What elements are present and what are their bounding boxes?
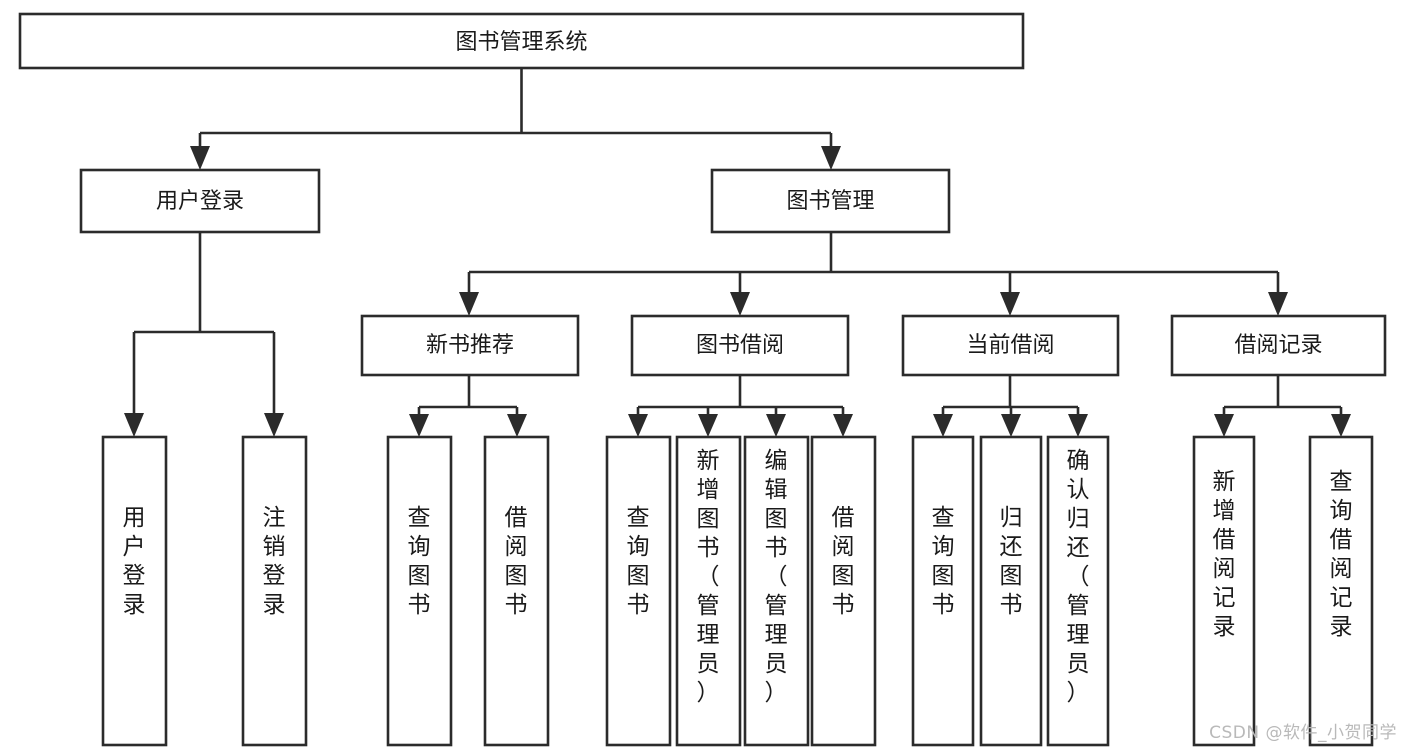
node-borrow-record-label: 借阅记录 (1234, 333, 1322, 358)
watermark-text: CSDN @软件_小贺同学 (1209, 723, 1397, 743)
node-current-borrow[interactable]: 当前借阅 (901, 314, 1120, 377)
arrow-head-leaf-confirm-return-admin (1068, 414, 1088, 437)
leaf-user-login-label: 用户登录 (123, 505, 146, 618)
node-user-login-label: 用户登录 (156, 189, 244, 214)
leaf-borrow-book-label: 借阅图书 (832, 505, 855, 618)
arrow-head-leaf-borrow-book-recommend (507, 414, 527, 437)
node-new-book-recommend[interactable]: 新书推荐 (360, 314, 580, 377)
arrow-head-leaf-query-book-current (933, 414, 953, 437)
leaf-edit-book-admin-box[interactable] (743, 435, 810, 747)
node-book-management-label: 图书管理 (786, 189, 874, 214)
leaf-return-book[interactable]: 归还图书 (979, 435, 1043, 747)
node-book-borrow[interactable]: 图书借阅 (630, 314, 850, 377)
leaf-query-book-current-box[interactable] (911, 435, 975, 747)
node-root-box[interactable] (18, 12, 1025, 70)
leaf-return-book-box[interactable] (979, 435, 1043, 747)
node-user-login-box[interactable] (79, 168, 321, 234)
leaf-query-book-recommend-box[interactable] (386, 435, 453, 747)
leaf-edit-book-admin[interactable]: 编辑图书（管理员） (743, 435, 810, 747)
leaf-query-book-box[interactable] (605, 435, 672, 747)
leaf-logout[interactable]: 注销登录 (241, 435, 308, 747)
leaf-add-book-admin[interactable]: 新增图书（管理员） (675, 435, 742, 747)
node-borrow-record[interactable]: 借阅记录 (1170, 314, 1387, 377)
arrow-head-leaf-logout (264, 413, 284, 437)
leaf-logout-label: 注销登录 (263, 505, 286, 618)
node-book-borrow-label: 图书借阅 (696, 333, 784, 358)
arrow-head-new-book-recommend (459, 292, 479, 316)
leaf-add-borrow-record-box[interactable] (1192, 435, 1256, 747)
node-new-book-recommend-box[interactable] (360, 314, 580, 377)
arrow-head-leaf-user-login (124, 413, 144, 437)
node-book-management[interactable]: 图书管理 (710, 168, 951, 234)
leaf-user-login-box[interactable] (101, 435, 168, 747)
leaf-query-borrow-record-box[interactable] (1308, 435, 1374, 747)
leaf-borrow-book-recommend-label: 借阅图书 (505, 505, 528, 618)
arrow-head-borrow-record (1268, 292, 1288, 316)
arrow-head-leaf-return-book (1001, 414, 1021, 437)
node-borrow-record-box[interactable] (1170, 314, 1387, 377)
arrow-head-leaf-add-borrow-record (1214, 414, 1234, 437)
leaf-borrow-book-recommend[interactable]: 借阅图书 (483, 435, 550, 747)
node-root-label: 图书管理系统 (455, 30, 587, 55)
node-book-management-box[interactable] (710, 168, 951, 234)
leaf-logout-box[interactable] (241, 435, 308, 747)
leaf-query-book[interactable]: 查询图书 (605, 435, 672, 747)
leaf-borrow-book-box[interactable] (810, 435, 877, 747)
leaf-borrow-book-recommend-box[interactable] (483, 435, 550, 747)
leaf-edit-book-admin-label: 编辑图书（管理员） (765, 448, 788, 706)
arrow-head-book-management (821, 146, 841, 170)
arrow-head-user-login (190, 146, 210, 170)
arrow-head-leaf-edit-book-admin (766, 414, 786, 437)
leaf-query-book-current[interactable]: 查询图书 (911, 435, 975, 747)
leaf-query-borrow-record[interactable]: 查询借阅记录 (1308, 435, 1374, 747)
node-book-borrow-box[interactable] (630, 314, 850, 377)
leaf-user-login[interactable]: 用户登录 (101, 435, 168, 747)
leaf-confirm-return-admin[interactable]: 确认归还（管理员） (1046, 435, 1110, 747)
arrow-head-book-borrow (730, 292, 750, 316)
leaf-query-borrow-record-label: 查询借阅记录 (1330, 469, 1353, 640)
leaf-add-borrow-record-label: 新增借阅记录 (1213, 469, 1236, 640)
leaf-return-book-label: 归还图书 (1000, 505, 1023, 618)
node-root[interactable]: 图书管理系统 (18, 12, 1025, 70)
leaf-add-book-admin-label: 新增图书（管理员） (697, 448, 720, 706)
connector-layer (124, 68, 1351, 437)
leaf-add-borrow-record[interactable]: 新增借阅记录 (1192, 435, 1256, 747)
leaf-confirm-return-admin-label: 确认归还（管理员） (1067, 448, 1090, 706)
arrow-head-leaf-query-borrow-record (1331, 414, 1351, 437)
arrow-head-leaf-borrow-book (833, 414, 853, 437)
node-current-borrow-box[interactable] (901, 314, 1120, 377)
arrow-head-leaf-query-book (628, 414, 648, 437)
leaf-borrow-book[interactable]: 借阅图书 (810, 435, 877, 747)
arrow-head-leaf-query-book-recommend (409, 414, 429, 437)
leaf-query-book-label: 查询图书 (627, 505, 650, 618)
arrow-head-current-borrow (1000, 292, 1020, 316)
arrow-head-leaf-add-book-admin (698, 414, 718, 437)
leaf-query-book-recommend[interactable]: 查询图书 (386, 435, 453, 747)
node-current-borrow-label: 当前借阅 (966, 333, 1054, 358)
leaf-confirm-return-admin-box[interactable] (1046, 435, 1110, 747)
leaf-add-book-admin-box[interactable] (675, 435, 742, 747)
node-user-login[interactable]: 用户登录 (79, 168, 321, 234)
leaf-query-book-recommend-label: 查询图书 (408, 505, 431, 618)
leaf-query-book-current-label: 查询图书 (932, 505, 955, 618)
node-new-book-recommend-label: 新书推荐 (426, 333, 514, 358)
